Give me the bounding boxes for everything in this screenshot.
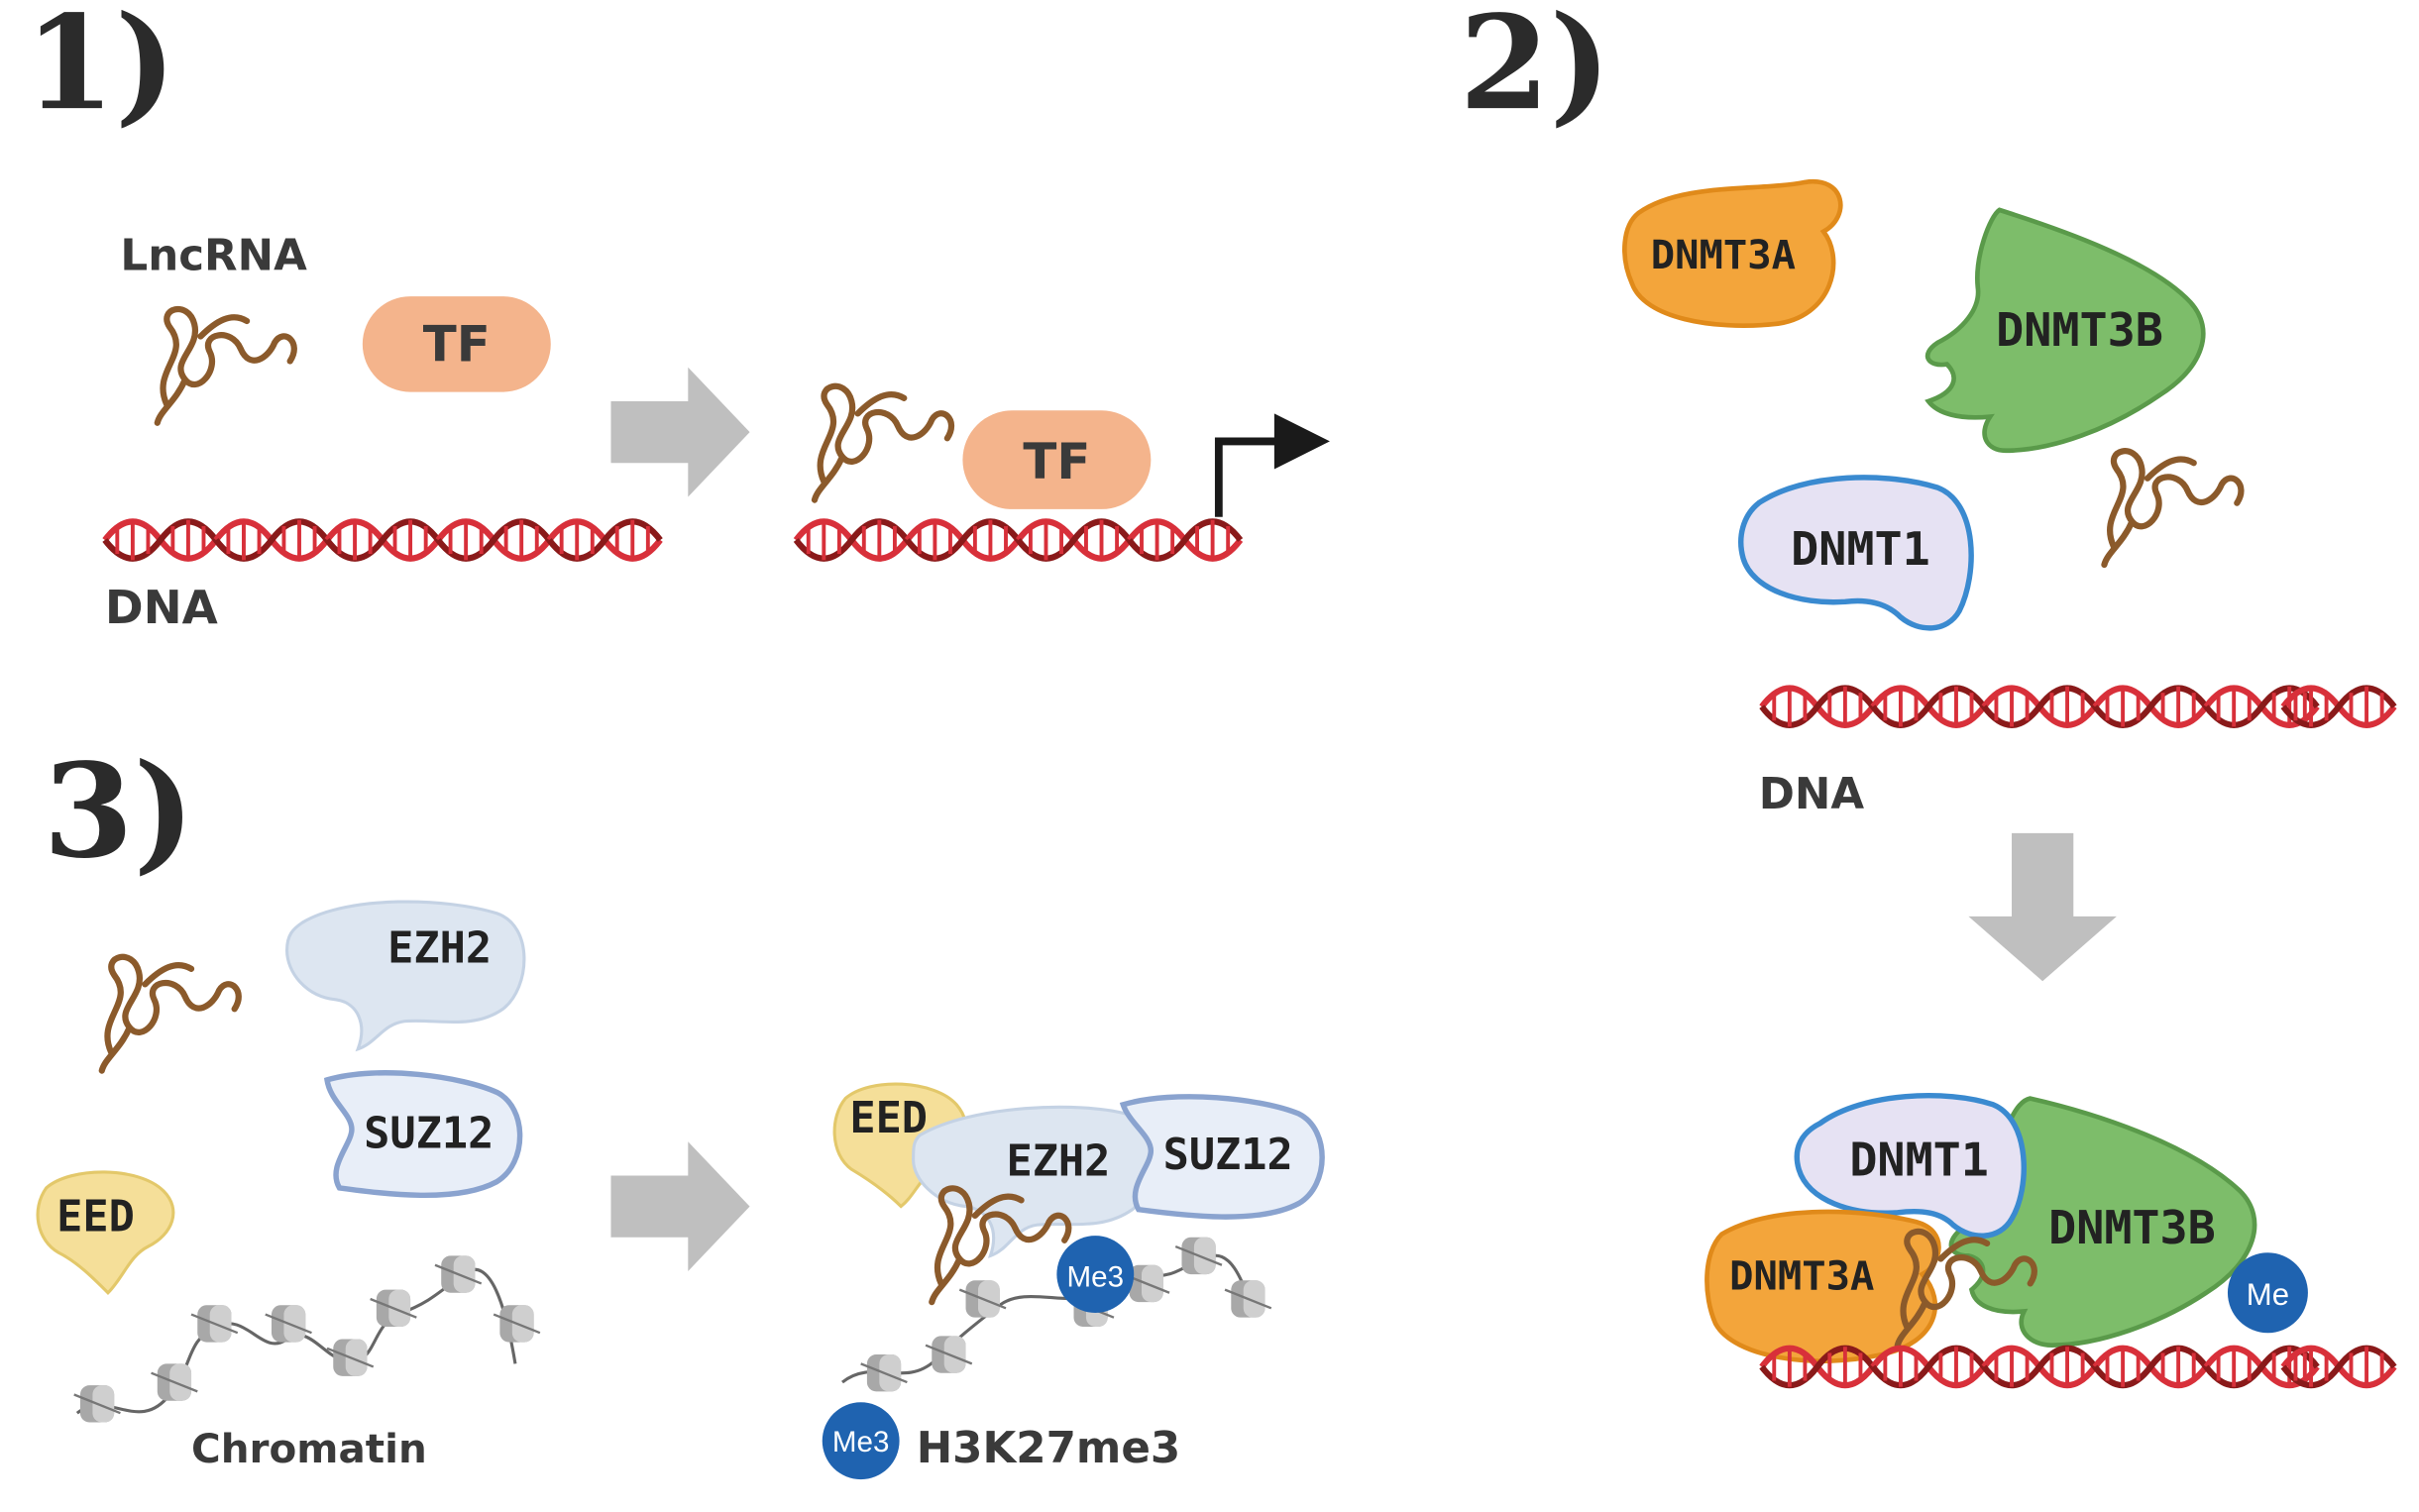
dnmt1-bound-label: DNMT1 [1849, 1134, 1989, 1187]
h3k27me3-label: H3K27me3 [917, 1424, 1181, 1473]
me3-legend-label: Me3 [832, 1426, 890, 1458]
arrow-right-1 [610, 367, 750, 497]
ezh2-bound-label: EZH2 [1006, 1136, 1110, 1186]
dnmt3b-protein [1924, 207, 2206, 454]
chromatin-fiber-bound [841, 1236, 1272, 1393]
me3-label-bound: Me3 [1067, 1261, 1125, 1294]
ezh2-bound-protein [912, 1105, 1156, 1258]
dna-helix-2b [1762, 1347, 2394, 1386]
lncrna-free-2 [2104, 451, 2241, 565]
dnmt3b-label: DNMT3B [1996, 304, 2163, 358]
methyl-label-2: Me [2247, 1277, 2289, 1312]
eed-protein [36, 1170, 175, 1295]
arrow-down-2 [1968, 832, 2117, 982]
chromatin-fiber [72, 1254, 542, 1424]
panel-1-number: 1) [25, 0, 176, 139]
arrow-right-3 [610, 1141, 750, 1271]
dnmt1-bound-protein [1794, 1092, 2027, 1239]
dnmt1-label: DNMT1 [1791, 523, 1930, 577]
lncrna-squiggle [158, 309, 294, 423]
lncrna-bound [815, 386, 951, 500]
chromatin-label: Chromatin [191, 1425, 427, 1472]
dna-helix-1 [105, 520, 660, 560]
suz12-bound-protein [1119, 1094, 1325, 1220]
dnmt3a-label: DNMT3A [1651, 231, 1796, 278]
dna-label-1: DNA [105, 582, 218, 635]
me3-legend-mark [822, 1402, 900, 1480]
panel-2: 2) DNMT3A DNMT3B DNMT1 DNA DNMT3B DNMT1 … [1460, 0, 2394, 1387]
me3-mark-bound [1056, 1236, 1135, 1313]
tf-bound-protein [962, 410, 1152, 509]
tf-bound-label: TF [1023, 433, 1090, 490]
methyl-group-2 [2227, 1252, 2308, 1334]
suz12-label: SUZ12 [364, 1109, 494, 1158]
lncrna-free-3 [102, 957, 239, 1071]
suz12-protein [324, 1070, 523, 1199]
dna-helix-2 [1762, 687, 2394, 726]
dnmt3b-bound-label: DNMT3B [2048, 1202, 2216, 1255]
dnmt1-protein [1738, 475, 1974, 631]
panel-3-number: 3) [44, 734, 195, 887]
panel-1: 1) LncRNA TF DNA TF [25, 0, 1330, 635]
panel-3: 3) EZH2 SUZ12 EED Chromatin EED EZH2 SUZ… [36, 734, 1325, 1480]
tf-protein [362, 296, 551, 392]
dnmt3a-protein [1622, 178, 1843, 328]
dna-helix-1b [796, 520, 1240, 560]
dnmt3a-bound-protein [1704, 1209, 1941, 1363]
transcription-arrowhead [1273, 413, 1330, 470]
eed-label: EED [56, 1192, 135, 1242]
dnmt3a-bound-label: DNMT3A [1729, 1252, 1874, 1300]
ezh2-label: EZH2 [387, 924, 492, 974]
transcription-start-arrow [1214, 437, 1281, 517]
dna-label-2: DNA [1759, 770, 1865, 819]
panel-2-number: 2) [1460, 0, 1611, 139]
tf-label: TF [423, 315, 491, 373]
eed-bound-label: EED [849, 1094, 928, 1143]
ezh2-protein [285, 900, 526, 1052]
suz12-bound-label: SUZ12 [1163, 1131, 1293, 1180]
lncrna-label: LncRNA [120, 232, 307, 281]
